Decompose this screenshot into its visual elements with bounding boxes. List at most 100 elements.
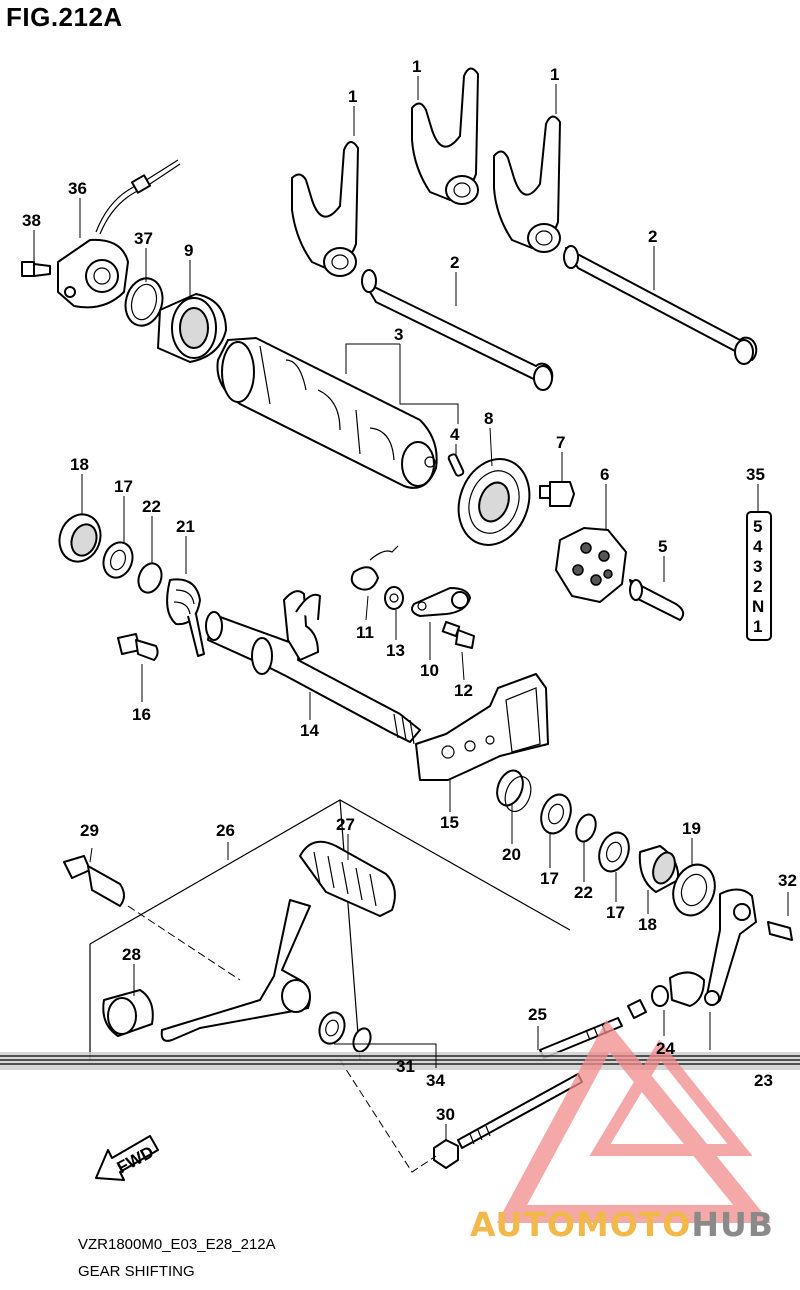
pedal-washer bbox=[318, 1011, 346, 1045]
callout-32: 32 bbox=[778, 871, 797, 890]
watermark-logo-icon bbox=[496, 1019, 771, 1223]
washer-right bbox=[598, 831, 630, 873]
callout-31: 31 bbox=[396, 1057, 415, 1076]
gear-pos-4: N bbox=[752, 597, 764, 616]
cam-stopper-lever bbox=[411, 587, 471, 617]
spring-20 bbox=[496, 769, 524, 807]
callout-29: 29 bbox=[80, 821, 99, 840]
sensor-screw bbox=[21, 261, 51, 277]
gearshift-arm bbox=[704, 888, 757, 1006]
pedal-rubber bbox=[299, 840, 396, 917]
washer-mid bbox=[540, 793, 572, 835]
callout-5: 5 bbox=[658, 537, 667, 556]
callout-17b: 17 bbox=[540, 869, 559, 888]
washer-left bbox=[102, 541, 134, 579]
cam-pin bbox=[447, 453, 465, 477]
bearing-right bbox=[638, 845, 680, 893]
callout-25: 25 bbox=[528, 1005, 547, 1024]
callout-2b: 2 bbox=[648, 227, 657, 246]
lock-nut bbox=[433, 1139, 459, 1169]
callout-35: 35 bbox=[746, 465, 765, 484]
washer-13 bbox=[384, 586, 404, 610]
callout-7: 7 bbox=[556, 433, 565, 452]
callout-6: 6 bbox=[600, 465, 609, 484]
cam-stopper-spring bbox=[350, 545, 399, 591]
lever-bolt bbox=[441, 620, 475, 649]
shift-cam-drum bbox=[216, 337, 438, 489]
cam-stopper-bolt bbox=[539, 481, 575, 507]
brand-moto: MOTO bbox=[575, 1205, 692, 1244]
callout-23: 23 bbox=[754, 1071, 773, 1090]
circlip-right bbox=[575, 813, 597, 843]
callout-2a: 2 bbox=[450, 253, 459, 272]
callout-19: 19 bbox=[682, 819, 701, 838]
callout-27: 27 bbox=[336, 815, 355, 834]
callout-4: 4 bbox=[450, 425, 460, 444]
gear-pos-2: 3 bbox=[753, 557, 762, 576]
arm-clamp-bolt bbox=[767, 921, 793, 941]
pedal-circlip bbox=[352, 1027, 372, 1053]
tie-rod-end bbox=[627, 971, 705, 1019]
callout-22a: 22 bbox=[142, 497, 161, 516]
callout-28: 28 bbox=[122, 945, 141, 964]
spring-stopper-bolt bbox=[117, 633, 159, 661]
callout-1a: 1 bbox=[348, 87, 357, 106]
callout-14: 14 bbox=[300, 721, 319, 740]
pedal-assembly-frame bbox=[89, 799, 571, 1061]
callout-labels: 1 1 1 2 2 3 4 8 7 6 35 5 36 38 37 9 18 1… bbox=[22, 57, 797, 1124]
callout-38: 38 bbox=[22, 211, 41, 230]
callout-22b: 22 bbox=[574, 883, 593, 902]
pedal-pivot-bolt bbox=[63, 855, 241, 981]
figure-subtitle: GEAR SHIFTING bbox=[78, 1263, 195, 1280]
gear-pos-1: 4 bbox=[753, 537, 763, 556]
figure-title: FIG.212A bbox=[6, 2, 123, 32]
callout-18a: 18 bbox=[70, 455, 89, 474]
leader-lines bbox=[33, 76, 789, 1140]
fork-shaft-2 bbox=[563, 245, 758, 365]
callout-10: 10 bbox=[420, 661, 439, 680]
bearing-left bbox=[58, 513, 102, 563]
callout-17a: 17 bbox=[114, 477, 133, 496]
brand-auto: AUTO bbox=[470, 1205, 576, 1244]
shift-fork-middle bbox=[411, 67, 479, 205]
gear-position-values: 5 4 3 2 N 1 bbox=[752, 517, 764, 636]
callout-37: 37 bbox=[134, 229, 153, 248]
needle-bearing bbox=[157, 293, 227, 363]
callout-16: 16 bbox=[132, 705, 151, 724]
dowel-pin bbox=[629, 579, 685, 621]
callout-3: 3 bbox=[394, 325, 403, 344]
shift-plate bbox=[415, 673, 549, 781]
circlip-left bbox=[137, 562, 163, 594]
callout-30: 30 bbox=[436, 1105, 455, 1124]
callout-36: 36 bbox=[68, 179, 87, 198]
callout-8: 8 bbox=[484, 409, 493, 428]
shift-fork-right bbox=[493, 115, 561, 253]
callout-9: 9 bbox=[184, 241, 193, 260]
callout-1b: 1 bbox=[412, 57, 421, 76]
gear-position-sensor bbox=[57, 159, 181, 309]
brand-hub: HUB bbox=[691, 1205, 774, 1244]
pedal-bush bbox=[102, 989, 154, 1037]
gear-pos-0: 5 bbox=[753, 517, 762, 536]
cam-stopper-plate bbox=[555, 527, 627, 603]
fork-shaft-1 bbox=[361, 269, 554, 391]
callout-13: 13 bbox=[386, 641, 405, 660]
callout-21: 21 bbox=[176, 517, 195, 536]
callout-24: 24 bbox=[656, 1039, 675, 1058]
gearshift-shaft bbox=[205, 590, 421, 745]
callout-15: 15 bbox=[440, 813, 459, 832]
figure-code: VZR1800M0_E03_E28_212A bbox=[78, 1236, 276, 1253]
gear-position-legend bbox=[746, 511, 772, 641]
callout-34: 34 bbox=[426, 1071, 445, 1090]
forward-arrow-icon: FWD bbox=[95, 1135, 159, 1181]
oil-seal bbox=[672, 863, 716, 917]
watermark-brand: AUTOMOTOHUB bbox=[470, 1205, 774, 1244]
callout-12: 12 bbox=[454, 681, 473, 700]
callout-18b: 18 bbox=[638, 915, 657, 934]
callout-17c: 17 bbox=[606, 903, 625, 922]
callout-20: 20 bbox=[502, 845, 521, 864]
ball-bearing bbox=[457, 458, 531, 546]
gear-pos-3: 2 bbox=[753, 577, 762, 596]
callout-26: 26 bbox=[216, 821, 235, 840]
